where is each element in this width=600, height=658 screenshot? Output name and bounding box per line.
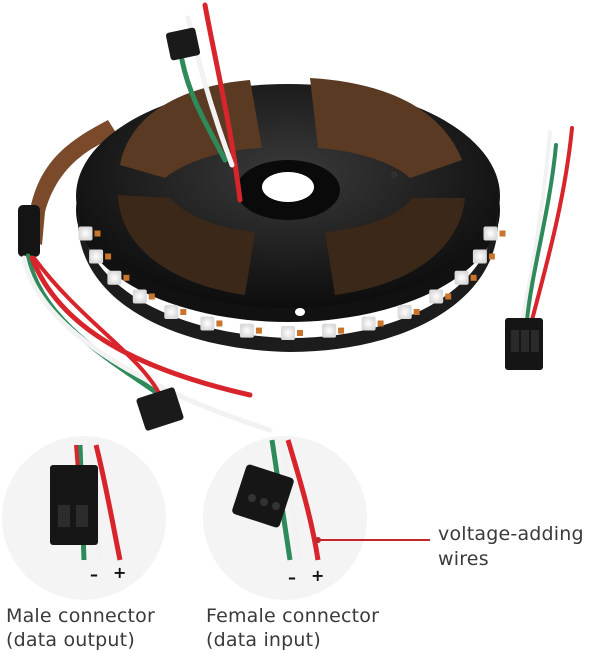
led-chip bbox=[472, 249, 487, 264]
led-resistor bbox=[180, 309, 187, 315]
led-resistor bbox=[105, 253, 112, 260]
led-resistor bbox=[445, 293, 452, 300]
callout-voltage-wires-line2: wires bbox=[438, 548, 489, 570]
led-chip bbox=[322, 323, 337, 338]
female-connector-image bbox=[232, 439, 321, 561]
male-connector-subtitle: (data output) bbox=[6, 629, 135, 651]
led-resistor bbox=[216, 320, 223, 327]
male-connector-title: Male connector bbox=[6, 605, 156, 627]
led-resistor bbox=[148, 293, 155, 300]
female-minus-label: – bbox=[288, 568, 296, 587]
male-connector-image bbox=[50, 444, 123, 561]
led-resistor bbox=[377, 320, 384, 327]
led-strip-reel: ♲ bbox=[76, 78, 506, 352]
female-plus-label: + bbox=[311, 566, 325, 585]
led-resistor bbox=[255, 327, 262, 334]
bottom-connector bbox=[136, 387, 184, 431]
led-resistor bbox=[499, 230, 506, 237]
led-resistor bbox=[297, 330, 303, 336]
led-chips bbox=[78, 226, 506, 340]
led-chip bbox=[281, 326, 295, 340]
led-chip bbox=[78, 226, 93, 241]
led-chip bbox=[89, 249, 104, 264]
female-connector-subtitle: (data input) bbox=[206, 629, 321, 651]
led-chip bbox=[132, 289, 147, 304]
led-chip bbox=[483, 226, 498, 241]
female-connector-title: Female connector bbox=[206, 605, 380, 627]
led-resistor bbox=[123, 274, 130, 281]
led-chip bbox=[454, 270, 469, 285]
top-connector bbox=[165, 27, 201, 61]
led-resistor bbox=[488, 253, 495, 260]
right-wires bbox=[520, 126, 574, 322]
led-resistor bbox=[413, 309, 420, 315]
led-resistor bbox=[94, 230, 101, 237]
left-wires bbox=[21, 253, 273, 433]
led-chip bbox=[397, 305, 412, 319]
male-plus-label: + bbox=[113, 563, 127, 582]
led-chip bbox=[107, 270, 122, 285]
led-chip bbox=[164, 305, 179, 319]
heat-shrink-left bbox=[18, 205, 40, 257]
male-minus-label: – bbox=[90, 565, 98, 584]
led-chip bbox=[361, 316, 376, 331]
led-chip bbox=[200, 316, 215, 331]
led-chip bbox=[239, 323, 254, 338]
callout-voltage-wires-line1: voltage-adding bbox=[438, 523, 584, 545]
led-resistor bbox=[470, 274, 477, 281]
led-resistor bbox=[338, 327, 345, 334]
svg-text:♲: ♲ bbox=[390, 171, 398, 181]
led-chip bbox=[429, 289, 444, 304]
